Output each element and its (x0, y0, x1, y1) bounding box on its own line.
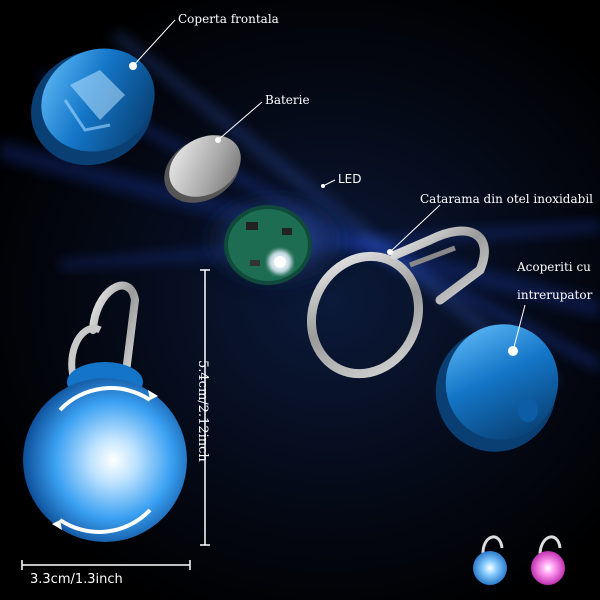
label-led: LED (338, 172, 362, 186)
height-dimension-line (200, 269, 210, 546)
label-switch-cover-1: Acoperiti cu (517, 260, 591, 274)
blue-variant-thumbnail (473, 535, 507, 585)
label-clasp: Catarama din otel inoxidabil (420, 192, 594, 206)
battery-part (164, 135, 241, 203)
height-dimension-label: 5.4cm/2.12inch (195, 360, 210, 462)
width-dimension-line (21, 560, 191, 570)
label-battery: Baterie (265, 93, 310, 107)
led-board-part (224, 184, 325, 285)
front-cover-part (31, 48, 155, 166)
label-switch-cover-2: intrerupator (517, 288, 593, 302)
leader-lines (132, 19, 526, 352)
stainless-clasp-part (306, 226, 489, 379)
pink-variant-thumbnail (531, 535, 565, 585)
label-front-cover: Coperta frontala (178, 12, 279, 26)
width-dimension-label: 3.3cm/1.3inch (30, 572, 123, 587)
assembled-tag (23, 281, 187, 542)
light-beams (0, 30, 600, 388)
switch-cover-part (435, 324, 559, 452)
